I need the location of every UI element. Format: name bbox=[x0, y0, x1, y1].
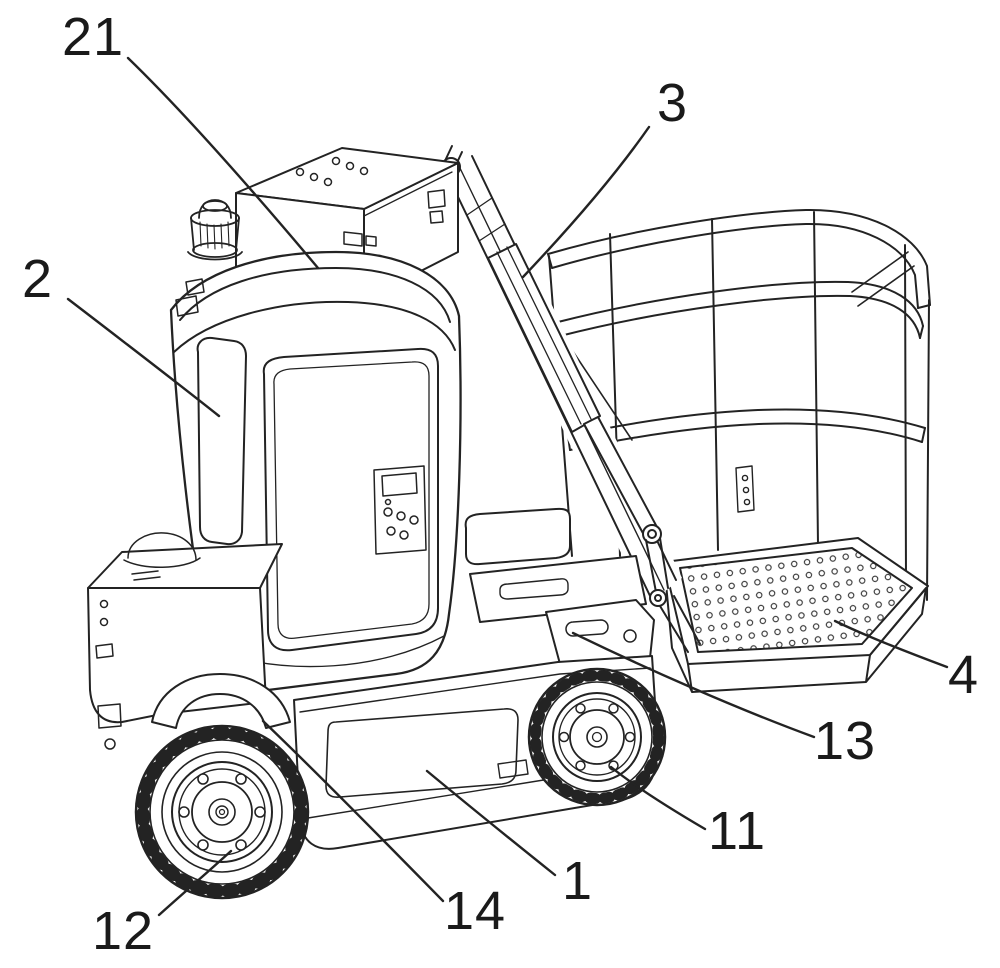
leader-21 bbox=[126, 56, 320, 270]
rod-end-joint bbox=[642, 524, 662, 544]
front-wheel bbox=[134, 724, 310, 900]
turret-left-door bbox=[196, 336, 247, 546]
block-top-face bbox=[87, 543, 283, 589]
turret-top-rim bbox=[179, 267, 451, 323]
basket-mount-plate bbox=[735, 465, 755, 513]
boom-basket-link bbox=[645, 537, 701, 653]
basket-top-rail-inner bbox=[551, 222, 919, 309]
callout-label-13: 13 bbox=[814, 711, 877, 771]
leader-14 bbox=[261, 719, 445, 903]
callout-label-11: 11 bbox=[708, 801, 767, 861]
callout-label-1: 1 bbox=[562, 851, 594, 911]
basket-base bbox=[663, 561, 927, 693]
machine-root bbox=[66, 56, 949, 917]
turret-seam bbox=[173, 300, 456, 353]
turret-hinges bbox=[175, 278, 205, 317]
leader-3 bbox=[521, 125, 651, 279]
basket-floor-perforated bbox=[679, 547, 913, 653]
callout-label-14: 14 bbox=[444, 881, 507, 941]
skirt-recessed-panel bbox=[325, 708, 519, 798]
callout-label-2: 2 bbox=[22, 249, 54, 309]
leader-4 bbox=[833, 619, 949, 669]
block-details bbox=[95, 532, 201, 750]
tie-bracket bbox=[545, 599, 655, 665]
basket-top-rail bbox=[547, 208, 931, 306]
rear-wheel-bolts bbox=[558, 703, 636, 771]
basket-mid-rail bbox=[557, 280, 924, 327]
callout-label-4: 4 bbox=[948, 645, 980, 705]
leader-lines bbox=[66, 56, 949, 917]
wheel-fender bbox=[151, 673, 291, 729]
basket-lower-rail bbox=[567, 408, 926, 437]
rear-tread bbox=[530, 670, 664, 804]
basket-posts bbox=[548, 211, 930, 601]
boom-tip-joint bbox=[649, 589, 667, 607]
front-chassis-block bbox=[87, 532, 291, 750]
rear-wheel bbox=[527, 667, 667, 807]
callout-label-21: 21 bbox=[62, 7, 125, 67]
basket-braces bbox=[571, 251, 915, 441]
front-rim bbox=[171, 761, 273, 863]
turret-control-panel bbox=[373, 465, 427, 555]
front-tread bbox=[136, 726, 308, 898]
leader-13 bbox=[571, 631, 816, 739]
callout-label-3: 3 bbox=[657, 73, 689, 133]
leader-11 bbox=[609, 765, 707, 831]
leader-1 bbox=[425, 769, 557, 877]
beacon-light bbox=[187, 199, 243, 261]
cabinet-top-buttons bbox=[295, 156, 369, 187]
leader-2 bbox=[66, 297, 221, 418]
rear-rim bbox=[552, 692, 642, 782]
callout-label-12: 12 bbox=[92, 901, 155, 961]
front-wheel-bolts bbox=[178, 773, 266, 851]
leader-12 bbox=[157, 849, 233, 917]
deck-handle-slot bbox=[499, 578, 569, 600]
turret-front-door bbox=[262, 347, 439, 652]
boom-assembly bbox=[435, 145, 701, 653]
deck-cover-upper bbox=[464, 507, 571, 566]
